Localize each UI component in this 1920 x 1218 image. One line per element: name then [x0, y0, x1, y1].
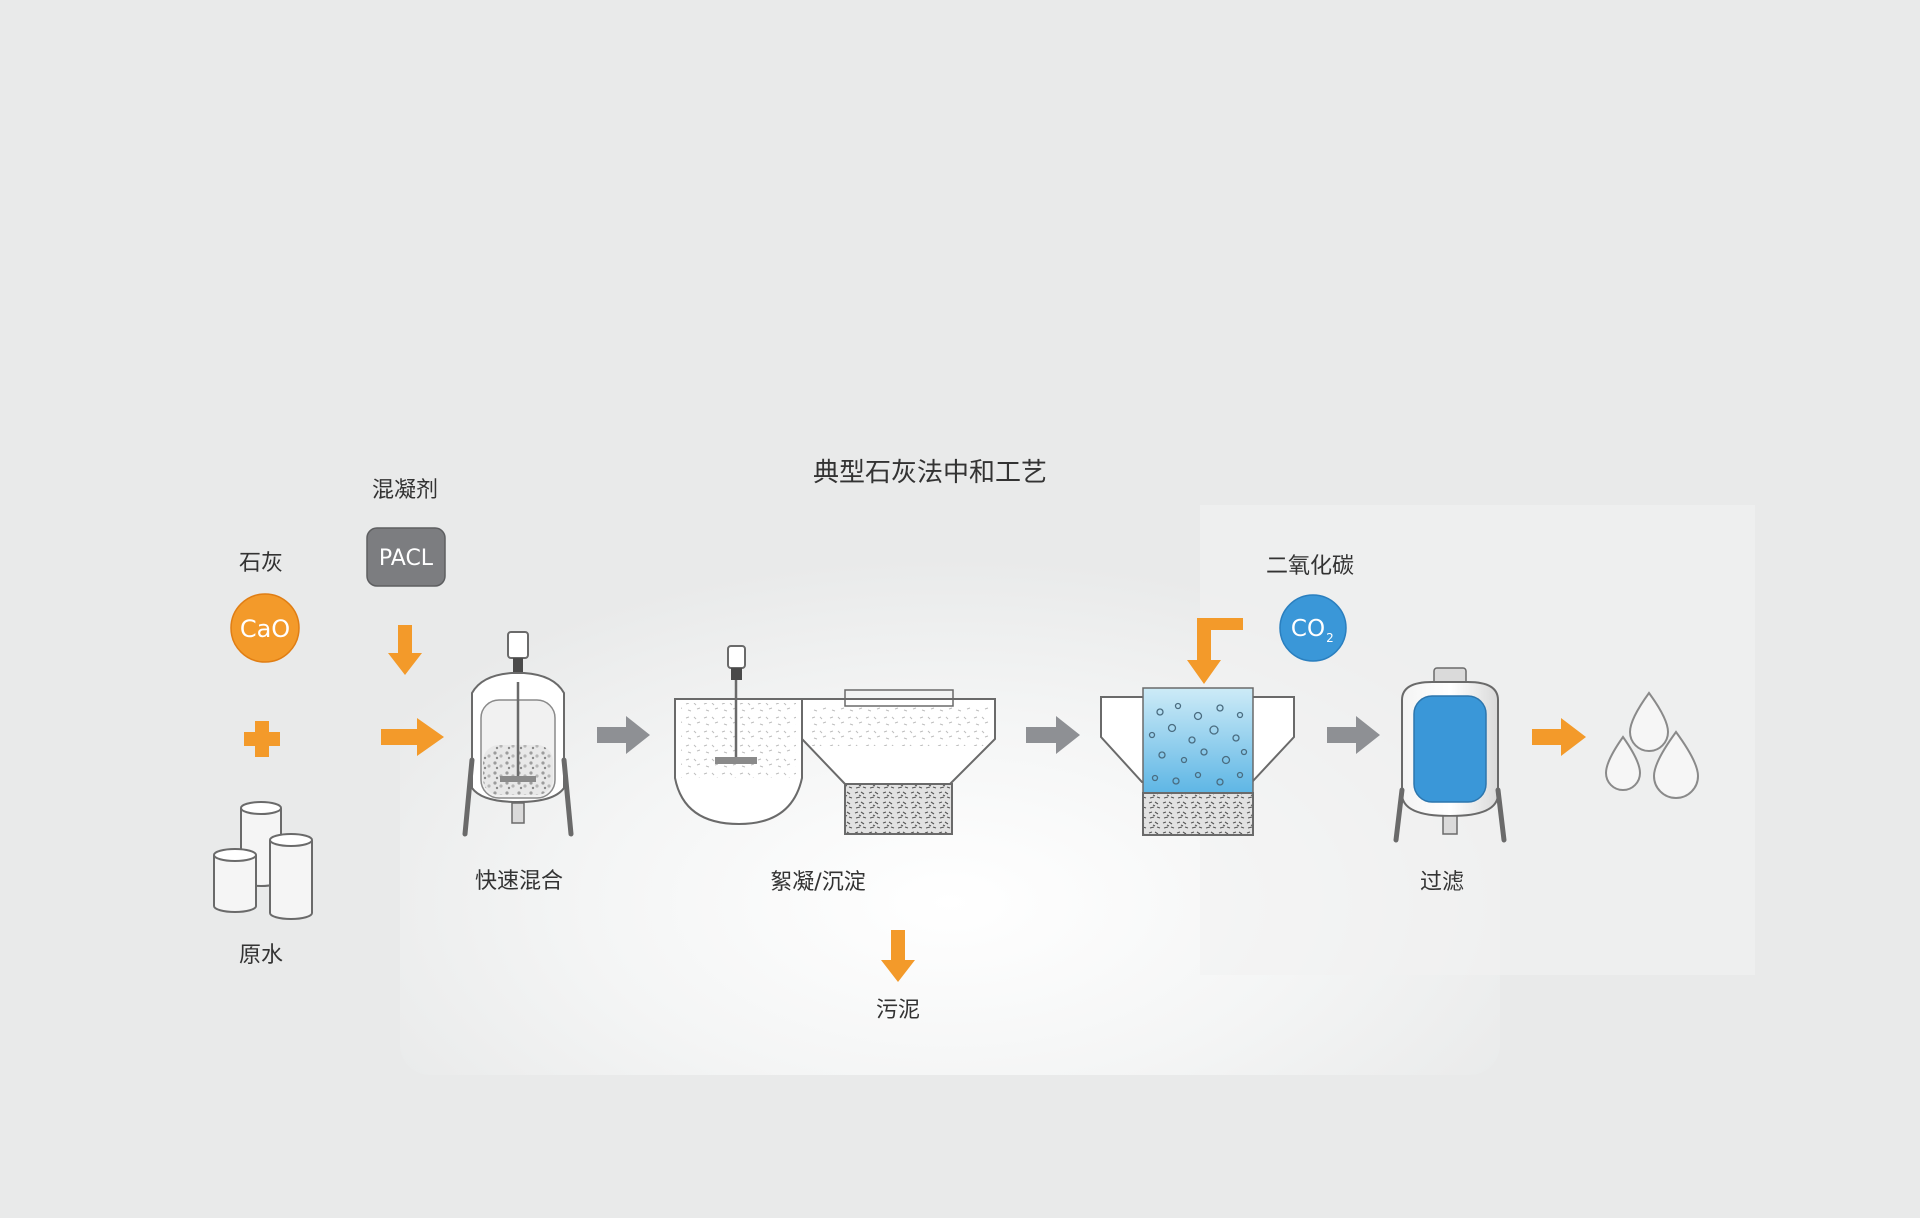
right-arrow-feed — [381, 718, 444, 756]
filter-vessel-icon — [1393, 667, 1507, 843]
mixing-tank-icon — [462, 631, 574, 837]
raw-water-label: 原水 — [239, 943, 283, 968]
water-drops-icon — [1604, 691, 1700, 799]
cao-badge-text: CaO — [240, 615, 290, 643]
cao-badge — [230, 593, 300, 663]
bubbles — [1148, 702, 1248, 786]
bent-arrow-co2 — [1187, 618, 1243, 684]
right-arrow-2 — [1026, 716, 1080, 754]
co2-label: 二氧化碳 — [1266, 554, 1354, 579]
rapid-mix-label: 快速混合 — [475, 869, 563, 894]
lime-label: 石灰 — [239, 551, 283, 576]
floc-settle-label: 絮凝/沉淀 — [770, 870, 865, 895]
down-arrow-coagulant — [388, 625, 422, 675]
right-arrow-output — [1532, 718, 1586, 756]
plus-icon — [244, 721, 280, 757]
water-cylinders-icon — [213, 801, 313, 920]
right-arrow-1 — [597, 716, 650, 754]
co2-badge-text: CO — [1291, 616, 1325, 642]
sludge-label: 污泥 — [876, 998, 920, 1023]
recarbonation-tank-icon — [1100, 687, 1295, 836]
coagulant-label: 混凝剂 — [372, 478, 438, 503]
co2-badge — [1279, 594, 1347, 662]
down-arrow-sludge — [881, 930, 915, 982]
settling-tank-icon — [674, 645, 996, 835]
filtration-label: 过滤 — [1420, 870, 1464, 895]
pacl-badge — [366, 527, 446, 587]
right-arrow-3 — [1327, 716, 1380, 754]
co2-badge-subscript: 2 — [1326, 631, 1334, 645]
pacl-badge-text: PACL — [379, 546, 434, 571]
diagram-title: 典型石灰法中和工艺 — [813, 458, 1047, 488]
agitator-icon — [715, 645, 757, 764]
